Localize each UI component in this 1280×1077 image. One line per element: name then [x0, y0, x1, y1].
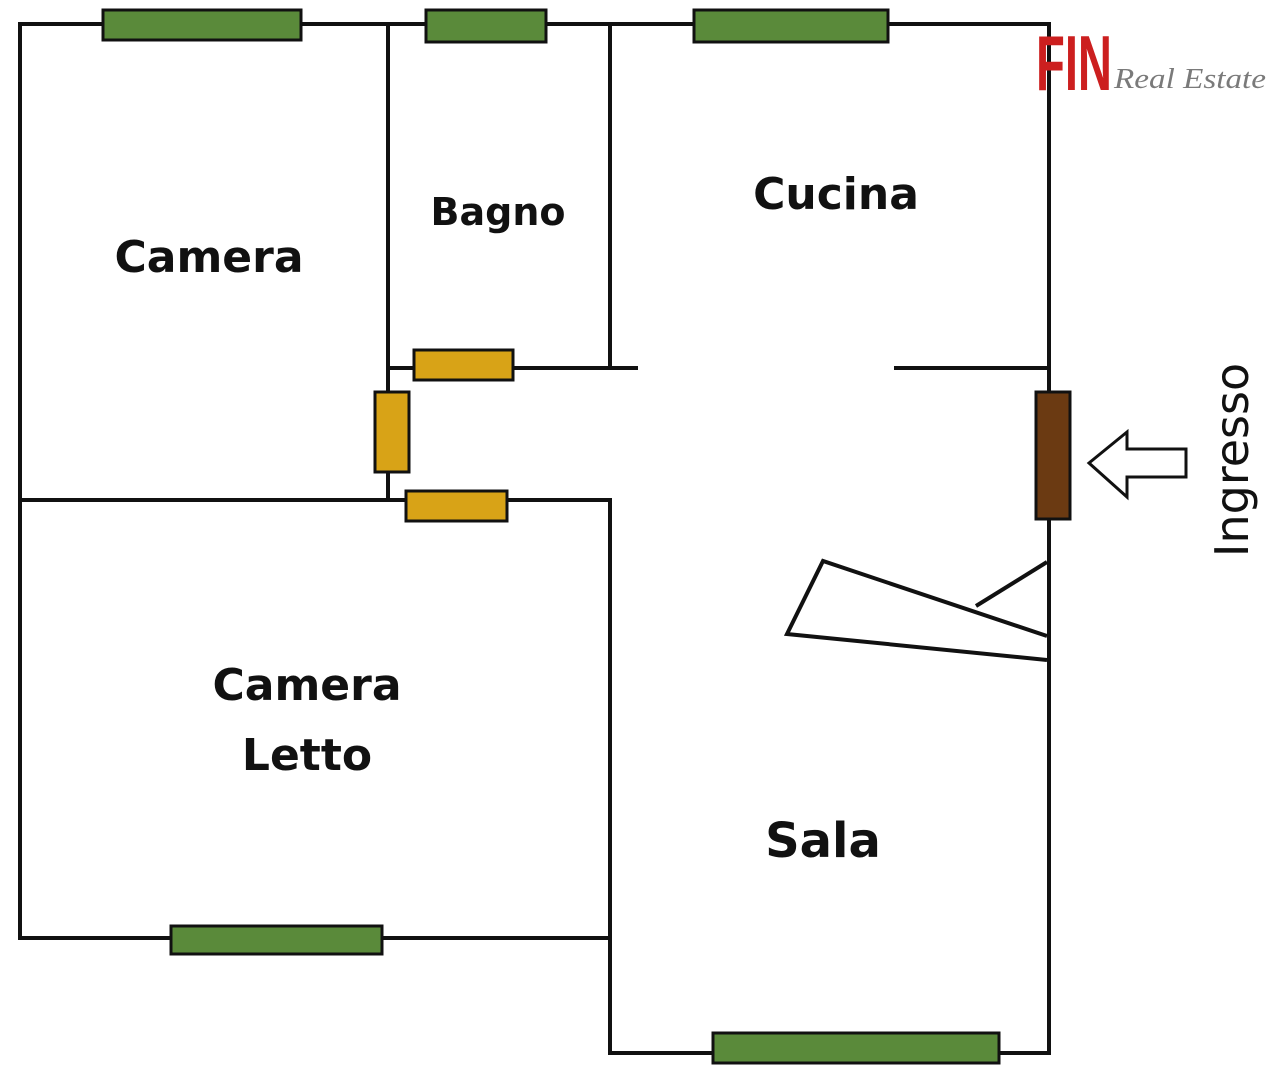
window-bagno	[424, 8, 548, 44]
window-cucina	[692, 8, 890, 44]
door-camera	[373, 390, 411, 474]
door-bagno	[412, 348, 515, 382]
room-label-cucina: Cucina	[753, 169, 919, 220]
interior-doors	[373, 348, 515, 523]
room-label-bagno: Bagno	[431, 190, 566, 234]
room-label-sala: Sala	[765, 813, 881, 869]
entrance-door	[1034, 390, 1072, 521]
entrance-label: Ingresso	[1205, 363, 1259, 557]
door-camera-letto	[404, 489, 509, 523]
room-label-camera-letto-line2: Letto	[242, 730, 372, 781]
room-label-camera: Camera	[114, 232, 303, 283]
arrow-left-outline-icon	[1086, 428, 1188, 501]
window-sala	[711, 1031, 1001, 1065]
staircase-icon	[783, 558, 1049, 662]
window-camera-letto	[169, 924, 384, 956]
logo-brand: FIN	[1036, 19, 1112, 107]
logo-subtitle: Real Estate	[1113, 64, 1266, 95]
room-label-camera-letto-line1: Camera	[212, 660, 401, 711]
window-camera	[101, 8, 303, 42]
company-logo: FIN Real Estate	[1036, 19, 1266, 107]
windows	[101, 8, 1001, 1065]
